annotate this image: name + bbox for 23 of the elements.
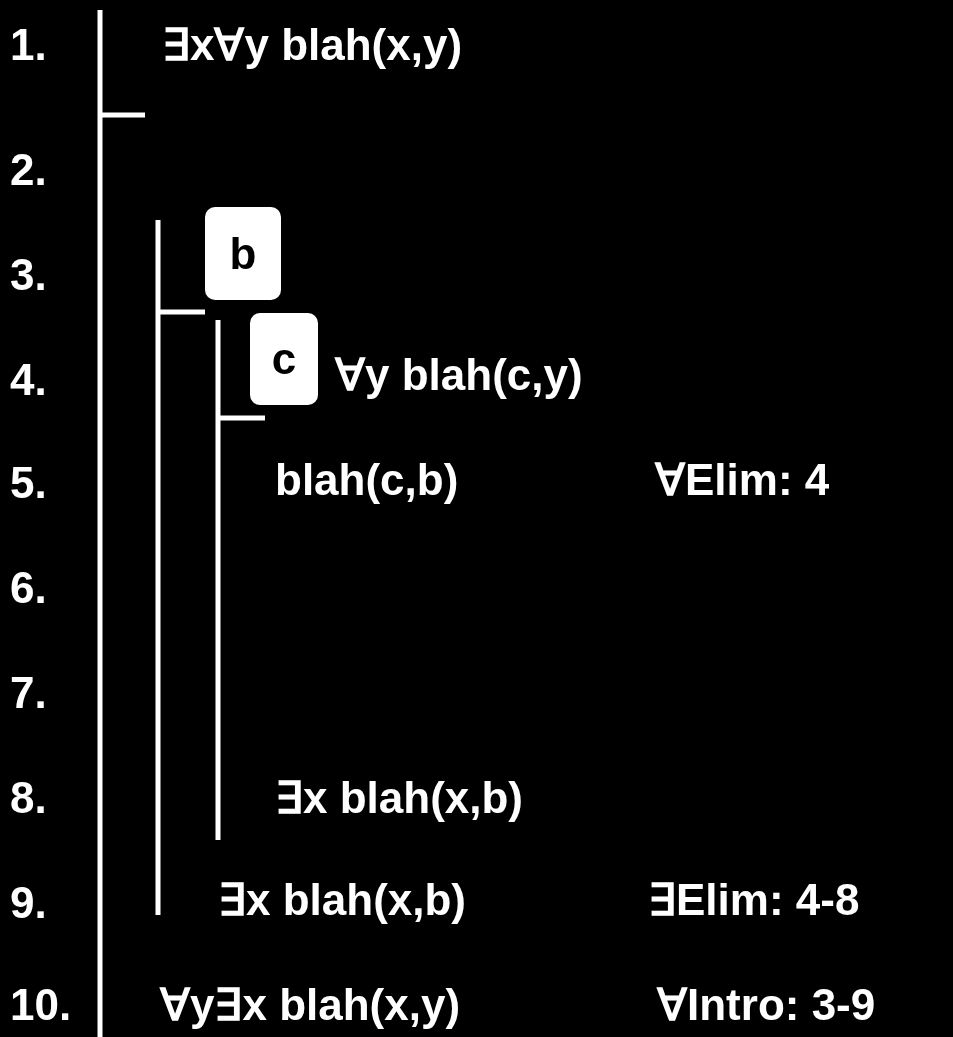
justification: ∀Elim: 4 (655, 454, 830, 506)
justification: ∀Intro: 3-9 (657, 979, 876, 1031)
formula: ∀y blah(c,y) (335, 349, 583, 401)
line-number: 2. (10, 144, 47, 196)
variable-box (205, 207, 281, 300)
formula: ∀y∃x blah(x,y) (160, 979, 461, 1031)
line-number: 6. (10, 562, 47, 614)
line-number: 3. (10, 249, 47, 301)
line-number: 7. (10, 667, 47, 719)
line-number: 8. (10, 772, 47, 824)
justification: ∃Elim: 4-8 (648, 874, 860, 926)
formula: ∃x∀y blah(x,y) (162, 19, 463, 71)
line-number: 10. (10, 979, 72, 1031)
formula: ∃x blah(x,b) (275, 772, 524, 824)
variable-name: b (229, 228, 257, 279)
line-number: 9. (10, 877, 47, 929)
line-number: 1. (10, 19, 47, 71)
formula: blah(c,b) (275, 454, 459, 506)
line-number: 4. (10, 354, 47, 406)
formula: ∃x blah(x,b) (218, 874, 467, 926)
variable-box (250, 313, 318, 405)
line-number: 5. (10, 457, 47, 509)
variable-name: c (271, 334, 297, 384)
